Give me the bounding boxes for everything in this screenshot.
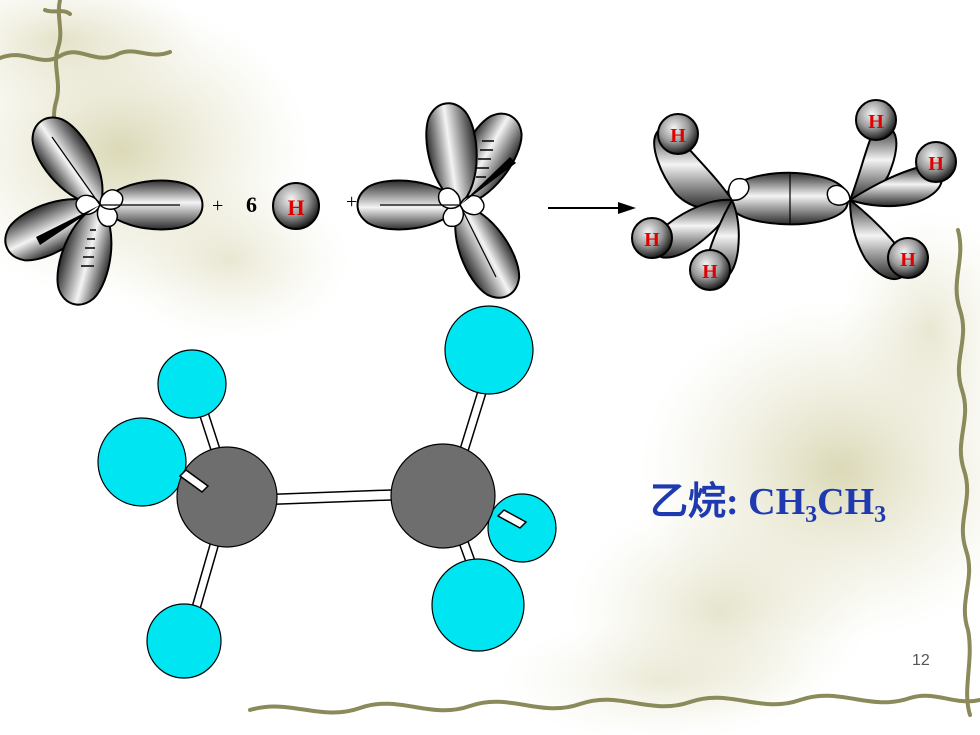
product-hydrogen-atom xyxy=(855,99,897,141)
ethane-ball-and-stick-model xyxy=(97,305,557,679)
vine-border-right xyxy=(954,228,972,717)
hydrogen-atom-sphere xyxy=(146,603,222,679)
product-hydrogen-label: H xyxy=(644,229,660,251)
product-hydrogen-label: H xyxy=(670,125,686,147)
background-foliage-bottom-right xyxy=(500,210,980,735)
carbon-atom-sphere xyxy=(176,446,278,548)
hydrogen-atom: H xyxy=(272,182,320,230)
hydrogen-atom-sphere xyxy=(157,349,227,419)
product-hydrogen-atom xyxy=(915,141,957,183)
product-hydrogen-atom xyxy=(689,249,731,291)
product-hydrogen-atom xyxy=(657,113,699,155)
hydrogen-atom-sphere xyxy=(97,417,187,507)
product-hydrogen-label: H xyxy=(928,153,944,175)
carbon-atom-sphere xyxy=(390,443,496,549)
plus-sign-1: + xyxy=(212,195,223,217)
compound-name: 乙烷 xyxy=(650,481,727,523)
atoms xyxy=(97,305,557,679)
reaction-scheme: + 6 H + xyxy=(0,99,957,310)
formula-group: CH xyxy=(817,481,875,523)
hydrogen-atom-sphere xyxy=(444,305,534,395)
formula-group: CH xyxy=(748,481,806,523)
vine-border-bottom xyxy=(248,693,980,715)
product-hydrogen-atom xyxy=(887,237,929,279)
hydrogen-symbol: H xyxy=(287,195,304,220)
ethane-caption: 乙烷: CH3CH3 xyxy=(650,470,886,529)
hydrogen-coefficient: 6 xyxy=(246,192,257,217)
hydrogen-atom-sphere xyxy=(487,493,557,563)
product-hydrogen-label: H xyxy=(900,249,916,271)
plus-sign-2: + xyxy=(346,191,357,213)
left-carbon-orbitals xyxy=(0,106,204,310)
product-hydrogen-label: H xyxy=(868,111,884,133)
formula-subscript: 3 xyxy=(874,502,887,528)
caption-colon: : xyxy=(726,481,739,523)
product-hydrogen-label: H xyxy=(702,261,718,283)
product-hydrogen-atom xyxy=(631,217,673,259)
page-number: 12 xyxy=(912,652,930,669)
formula-subscript: 3 xyxy=(805,502,818,528)
right-carbon-orbitals xyxy=(356,99,534,308)
ethane-orbital-product: H H H H H H xyxy=(631,99,957,291)
reaction-arrow xyxy=(548,202,636,214)
hydrogen-atom-sphere xyxy=(431,558,525,652)
condensed-formula: CH3CH3 xyxy=(748,481,886,528)
